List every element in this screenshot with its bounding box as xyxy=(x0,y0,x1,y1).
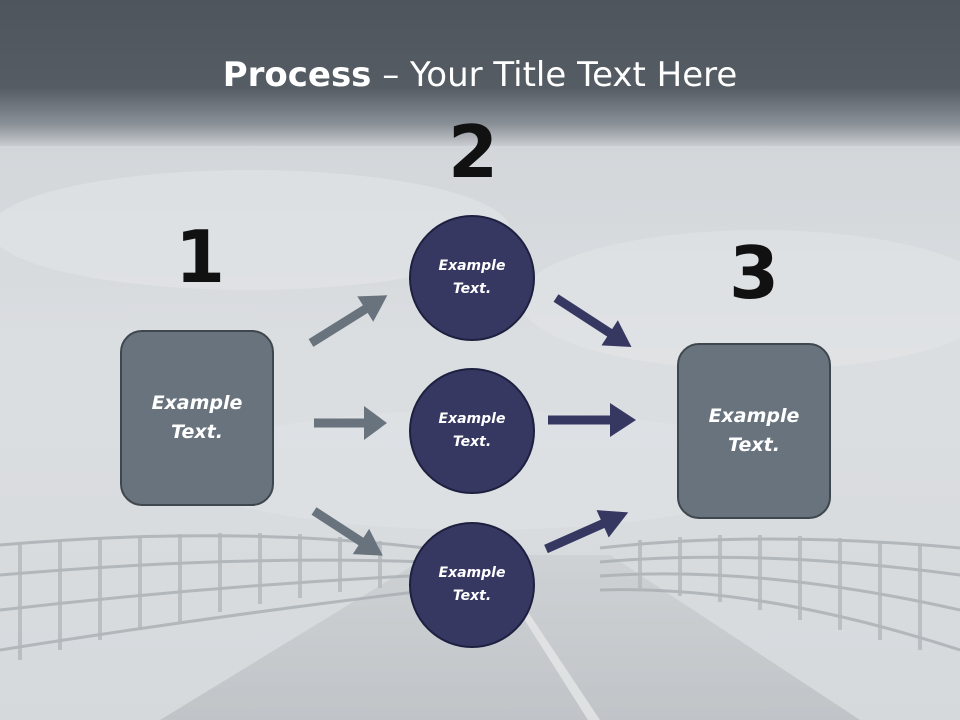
middle-circle-text: Example Text. xyxy=(438,411,506,450)
bottom-circle: Example Text. xyxy=(409,522,535,648)
left-box-text: Example Text. xyxy=(151,392,243,443)
middle-circle: Example Text. xyxy=(409,368,535,494)
bottom-circle-text: Example Text. xyxy=(438,565,506,604)
step-number-1: 1 xyxy=(174,215,226,299)
top-circle-text: Example Text. xyxy=(438,258,506,297)
left-process-box: Example Text. xyxy=(120,330,274,506)
step-number-2: 2 xyxy=(447,110,499,194)
title-bold-part: Process xyxy=(222,55,372,95)
title-rest-part: – Your Title Text Here xyxy=(371,55,738,95)
right-process-box: Example Text. xyxy=(677,343,831,519)
top-circle: Example Text. xyxy=(409,215,535,341)
title-bar xyxy=(0,0,960,146)
slide-title: Process – Your Title Text Here xyxy=(0,52,960,98)
right-box-text: Example Text. xyxy=(708,405,800,456)
step-number-3: 3 xyxy=(728,231,780,315)
